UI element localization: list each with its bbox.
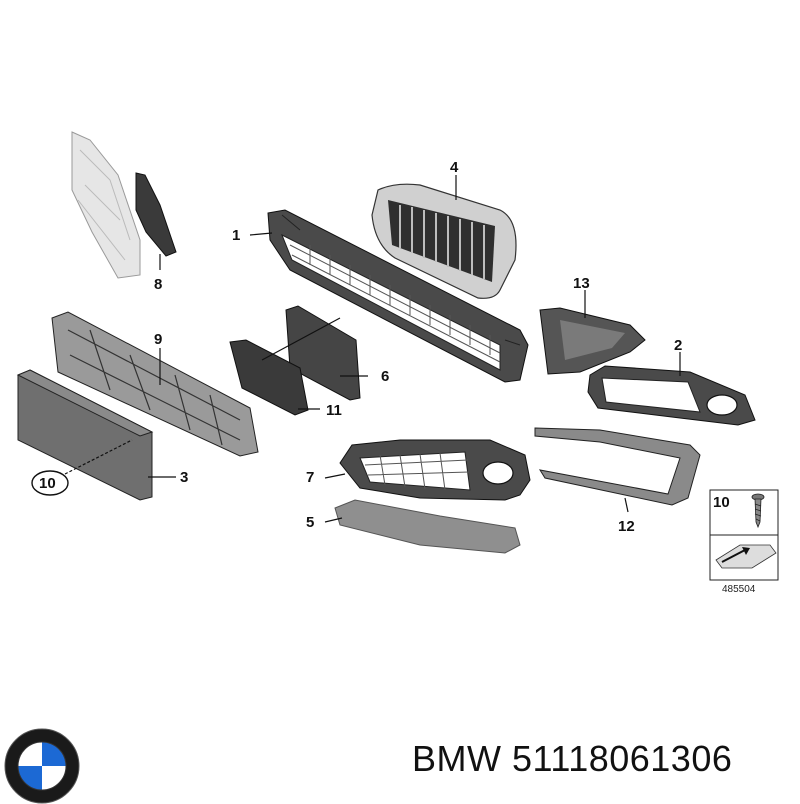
callout-8: 8 — [154, 276, 162, 293]
part-9-bracket-frame — [51, 311, 259, 457]
part-4-kidney-grille — [371, 183, 517, 299]
legend-number: 10 — [713, 494, 730, 511]
callout-labels: 1 2 3 4 5 6 7 8 9 11 12 13 10 — [31, 159, 682, 535]
leader-lines — [64, 175, 681, 523]
callout-12: 12 — [618, 518, 635, 535]
drawing-id: 485504 — [722, 584, 756, 595]
callout-11: 11 — [326, 402, 342, 419]
callout-9: 9 — [154, 331, 162, 348]
callout-4: 4 — [450, 159, 459, 176]
brand-part-number: BMW 51118061306 — [412, 738, 733, 779]
callout-3: 3 — [180, 469, 188, 486]
part-8-bracket — [135, 172, 177, 257]
callout-10-circle — [31, 470, 69, 496]
direction-arrow-icon — [715, 544, 777, 569]
callout-10: 10 — [39, 475, 56, 492]
part-1-lower-grille — [267, 209, 529, 383]
part-2-side-grille — [587, 365, 756, 426]
callout-6: 6 — [381, 368, 389, 385]
bmw-logo-icon — [4, 728, 80, 804]
part-13-air-duct — [539, 307, 646, 375]
callout-2: 2 — [674, 337, 682, 354]
part-8-light-bracket — [71, 131, 141, 279]
screw-icon — [751, 493, 765, 529]
callout-1: 1 — [232, 227, 240, 244]
part-12-trim-strip — [534, 427, 701, 506]
part-3-plate-base — [16, 369, 154, 501]
part-11-blind-cover — [229, 339, 309, 416]
part-7-side-grille — [339, 439, 531, 501]
part-5-lower-strip — [334, 499, 521, 554]
callout-13: 13 — [573, 275, 590, 292]
screw-legend: 10 485504 — [709, 489, 779, 595]
callout-7: 7 — [306, 469, 314, 486]
callout-5: 5 — [306, 514, 314, 531]
